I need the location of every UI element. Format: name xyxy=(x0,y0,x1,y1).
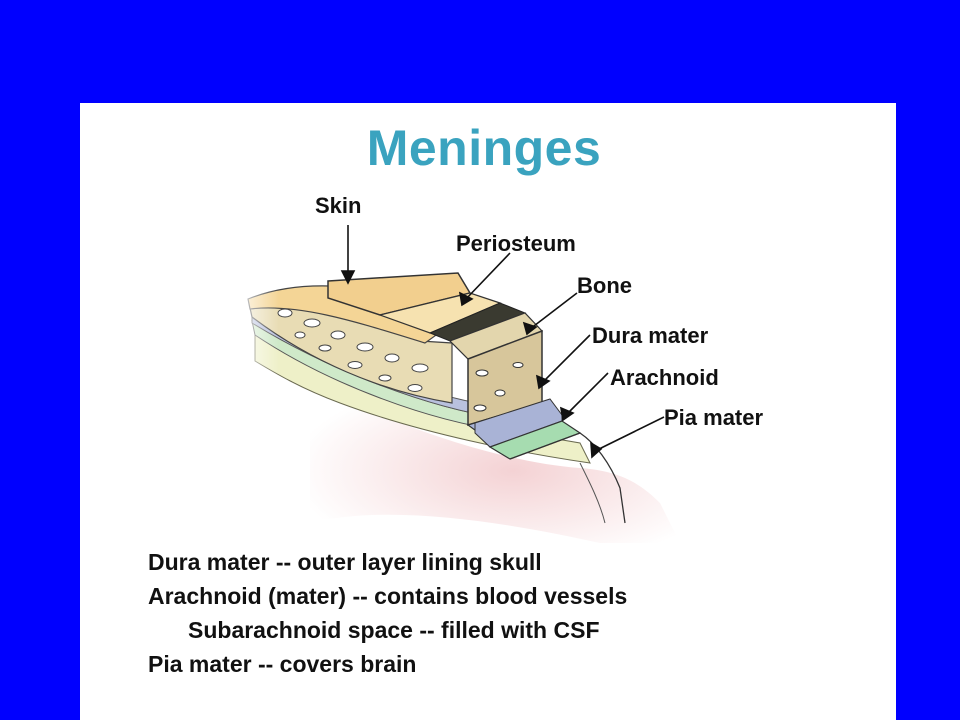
slide-panel: Skin Periosteum Bone Dura mater Arachnoi… xyxy=(80,103,896,720)
label-skin: Skin xyxy=(315,193,361,218)
notes-list: Dura mater -- outer layer lining skull A… xyxy=(148,545,627,681)
note-dura: Dura mater -- outer layer lining skull xyxy=(148,549,542,575)
note-subarachnoid: Subarachnoid space -- filled with CSF xyxy=(188,617,600,643)
pia-curve xyxy=(509,432,626,524)
label-pia-mater: Pia mater xyxy=(664,405,763,430)
pointer-arrows xyxy=(340,225,665,459)
label-dura-mater: Dura mater xyxy=(592,323,709,348)
meninges-diagram: Skin Periosteum Bone Dura mater Arachnoi… xyxy=(230,193,763,563)
page-title: Meninges xyxy=(366,120,602,176)
bone-block-pores xyxy=(473,362,524,412)
label-periosteum: Periosteum xyxy=(456,231,576,256)
brain-tissue xyxy=(310,383,680,543)
pia-inner-curve xyxy=(579,462,606,524)
note-pia: Pia mater -- covers brain xyxy=(148,651,417,677)
label-arachnoid: Arachnoid xyxy=(610,365,719,390)
label-bone: Bone xyxy=(577,273,632,298)
note-arachnoid: Arachnoid (mater) -- contains blood vess… xyxy=(148,583,628,609)
